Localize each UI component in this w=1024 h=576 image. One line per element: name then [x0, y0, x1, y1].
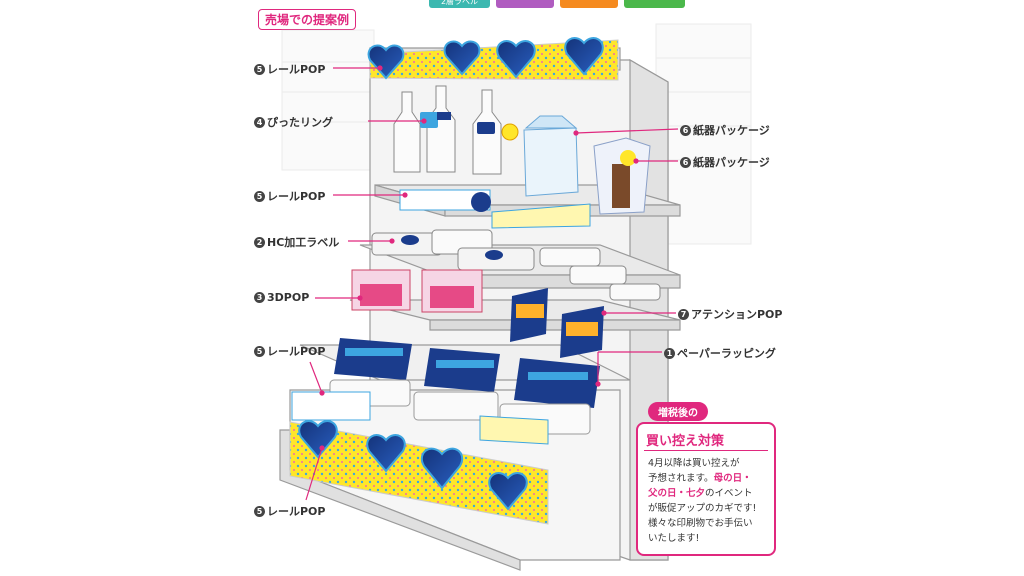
section-title: 売場での提案例 — [258, 9, 357, 30]
tab-2layer-label[interactable]: 2層ラベル — [429, 0, 490, 8]
heart-icon — [443, 40, 481, 76]
callout-rail-pop-bottom: 5 レールPOP — [254, 503, 325, 519]
info-box: 買い控え対策 4月以降は買い控えが 予想されます。母の日・ 父の日・七夕のイベン… — [636, 422, 776, 556]
info-badge: 増税後の — [648, 402, 708, 421]
heart-icon — [421, 447, 463, 490]
background-shelf-left — [281, 29, 375, 171]
trays-hc-label — [371, 229, 661, 301]
callout-rail-pop-top: 5 レールPOP — [254, 61, 325, 77]
attention-pop — [510, 288, 604, 358]
info-divider — [644, 450, 768, 451]
3d-pop — [351, 269, 483, 313]
callout-rail-pop-lower: 5 レールPOP — [254, 343, 325, 359]
heart-icon — [564, 37, 604, 76]
lower-rail-pop — [291, 391, 549, 445]
bottles — [393, 85, 519, 175]
callout-3d-pop: 3 3DPOP — [254, 291, 309, 304]
tab-purple[interactable] — [496, 0, 554, 8]
callout-hc-label: 2 HC加工ラベル — [254, 234, 339, 250]
heart-icon — [367, 44, 405, 80]
callout-paper-package-2: 6 紙器パッケージ — [680, 154, 770, 170]
tab-green[interactable] — [624, 0, 685, 8]
top-rail-pop — [369, 39, 619, 81]
heart-icon — [488, 472, 528, 511]
heart-icon — [298, 420, 338, 459]
heart-icon — [366, 434, 406, 473]
info-title: 買い控え対策 — [646, 434, 725, 449]
info-body: 4月以降は買い控えが 予想されます。母の日・ 父の日・七夕のイベント が販促アッ… — [648, 458, 757, 544]
callout-paper-package-1: 6 紙器パッケージ — [680, 122, 770, 138]
paper-packages — [523, 115, 651, 215]
leader-lines — [305, 65, 679, 501]
heart-icon — [496, 40, 536, 79]
callout-paper-wrapping: 1 ペーパーラッピング — [664, 345, 776, 361]
tab-orange[interactable] — [560, 0, 618, 8]
callout-attention-pop: 7 アテンションPOP — [678, 306, 782, 322]
callout-rail-pop-middle: 5 レールPOP — [254, 188, 325, 204]
middle-rail-pop — [399, 189, 591, 229]
callout-fit-ring: 4 ぴったリング — [254, 114, 333, 130]
bottom-rail-pop — [289, 420, 549, 525]
top-rail-hearts — [367, 37, 604, 80]
